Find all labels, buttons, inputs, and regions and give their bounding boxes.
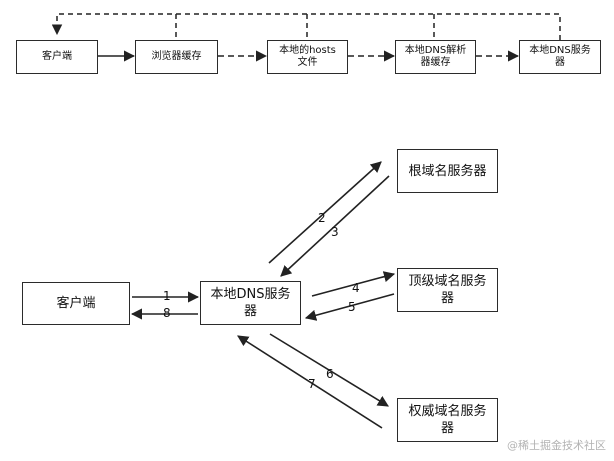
top-box-client: 客户端: [16, 40, 98, 74]
top-box-client-label: 客户端: [42, 51, 72, 62]
top-feedback-line: [51, 13, 561, 40]
local-dns-box: 本地DNS服务 器: [200, 281, 301, 325]
step-label-7: 7: [308, 377, 316, 391]
top-box-hosts-file: 本地的hosts 文件: [267, 40, 348, 74]
top-box-browser-cache-label: 浏览器缓存: [151, 51, 202, 62]
local-dns-box-label: 本地DNS服务 器: [210, 287, 291, 319]
tld-server-box: 顶级域名服务 器: [397, 268, 498, 312]
step-label-5: 5: [348, 300, 356, 314]
step-label-3: 3: [331, 225, 339, 239]
top-box-local-dns: 本地DNS服务 器: [519, 40, 601, 74]
client-box-label: 客户端: [56, 296, 96, 311]
top-box-local-dns-label: 本地DNS服务 器: [529, 45, 591, 68]
client-box: 客户端: [22, 282, 130, 325]
arrow-step-5: [304, 293, 395, 321]
top-box-browser-cache: 浏览器缓存: [135, 40, 218, 74]
tld-server-box-label: 顶级域名服务 器: [408, 274, 487, 306]
step-label-2: 2: [318, 211, 326, 225]
auth-server-box: 权威域名服务 器: [397, 398, 498, 442]
root-server-box-label: 根域名服务器: [408, 163, 487, 179]
arrow-step-7: [237, 335, 383, 429]
top-box-resolver-cache: 本地DNS解析 器缓存: [395, 40, 476, 74]
auth-server-box-label: 权威域名服务 器: [408, 404, 487, 436]
step-label-1: 1: [163, 289, 171, 303]
step-label-8: 8: [163, 306, 171, 320]
step-label-6: 6: [326, 367, 334, 381]
watermark: @稀土掘金技术社区: [507, 439, 606, 452]
arrow-step-6: [269, 333, 389, 407]
arrow-step-3: [280, 175, 390, 277]
root-server-box: 根域名服务器: [397, 149, 498, 193]
top-box-resolver-cache-label: 本地DNS解析 器缓存: [404, 45, 467, 68]
arrow-step-2: [268, 161, 382, 264]
arrow-step-4: [311, 271, 396, 297]
step-label-4: 4: [352, 281, 360, 295]
top-box-hosts-file-label: 本地的hosts 文件: [279, 45, 336, 68]
